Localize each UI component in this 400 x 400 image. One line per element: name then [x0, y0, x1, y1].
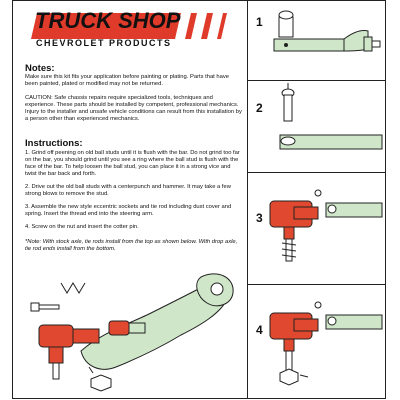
installation-note: *Note: With stock axle, tie rods install…	[25, 239, 238, 252]
instruction-sheet: TRUCK SHOP CHEVROLET PRODUCTS Notes: Mak…	[12, 0, 386, 399]
instruction-step-4: 4. Screw on the nut and insert the cotte…	[25, 224, 139, 230]
truck-shop-logo	[31, 7, 229, 55]
step-panel-2: 2	[248, 81, 386, 173]
panel-number-3: 3	[256, 211, 263, 225]
left-column: TRUCK SHOP CHEVROLET PRODUCTS Notes: Mak…	[13, 1, 247, 398]
panel-number-4: 4	[256, 323, 263, 337]
panel-3-illustration	[269, 189, 383, 262]
logo-title: TRUCK SHOP	[35, 8, 181, 33]
panel-4-illustration	[269, 301, 383, 386]
panel-number-2: 2	[256, 101, 263, 115]
notes-paragraph-1: Make sure this kit fits your application…	[25, 74, 229, 87]
panel-number-1: 1	[256, 15, 263, 29]
step-panel-1: 1	[248, 1, 386, 81]
notes-paragraph-2: CAUTION: Safe chassis repairs require sp…	[25, 95, 242, 122]
panel-1-illustration	[273, 10, 381, 52]
logo-graphic	[31, 13, 227, 39]
instruction-step-1: 1. Grind off peening on old ball studs u…	[25, 150, 240, 177]
step-panel-4: 4	[248, 285, 386, 400]
step-panels: 1 2 3	[247, 1, 386, 398]
instruction-step-3: 3. Assemble the new style eccentric sock…	[25, 204, 232, 217]
step-panel-3: 3	[248, 173, 386, 285]
panel-2-illustration	[279, 83, 383, 150]
steering-arm-illustration	[30, 273, 234, 392]
instructions-heading: Instructions:	[25, 138, 83, 149]
logo-subtitle: CHEVROLET PRODUCTS	[36, 38, 172, 48]
notes-heading: Notes:	[25, 63, 55, 74]
instruction-step-2: 2. Drive out the old ball studs with a c…	[25, 184, 231, 197]
